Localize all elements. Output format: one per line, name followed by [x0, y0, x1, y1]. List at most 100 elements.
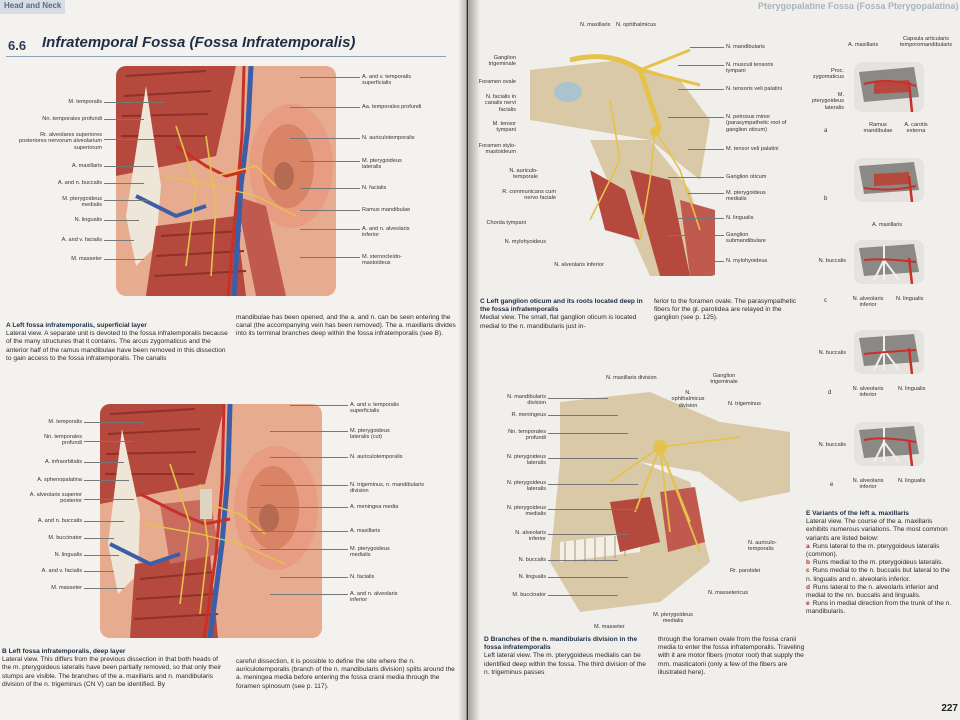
figure-a-caption-left: A Left fossa infratemporalis, superficia…	[6, 322, 228, 363]
fig-d-label-top: Ganglion trigeminale	[710, 373, 738, 386]
panel-letter: c	[824, 298, 827, 304]
fig-a-label-right: M. sternocleido-mastoideus	[362, 254, 402, 267]
fig-c-label-right: Ganglion oticum	[726, 174, 767, 180]
fig-d-label-left: N. mandibularis division	[507, 394, 546, 407]
fig-c-label-left: N. auriculo-temporale	[509, 168, 538, 181]
leader-line	[84, 555, 119, 556]
fig-b-label-right: M. pterygoideus medialis	[350, 546, 390, 559]
leader-line	[548, 577, 628, 578]
fig-d-label-bottom: Rr. parotidei	[730, 568, 761, 574]
figure-b-caption-text: Lateral view. This differs from the prev…	[2, 656, 222, 688]
leader-line	[678, 65, 724, 66]
figure-d-caption-text: Left lateral view. The m. pterygoideus m…	[484, 652, 646, 676]
figure-b-svg	[100, 404, 322, 638]
fig-e-label: N. buccalis	[818, 350, 846, 356]
leader-line	[270, 431, 348, 432]
fig-e-label: N. lingualis	[896, 296, 924, 302]
figure-c-caption-text: Medial view. The small, flat ganglion ot…	[480, 314, 637, 330]
figure-a-caption-title: A Left fossa infratemporalis, superficia…	[6, 322, 147, 329]
leader-line	[84, 441, 134, 442]
fig-a-label-left: Rr. alveolares superiores posteriores ne…	[18, 132, 102, 151]
fig-e-label: Proc. zygomaticus	[812, 68, 844, 81]
leader-line	[290, 138, 360, 139]
fig-a-label-right: A. and v. temporalis superficialis	[362, 74, 412, 87]
fig-a-label-left: A. and v. facialis	[61, 237, 102, 243]
fig-c-label-right: N. lingualis	[726, 215, 754, 221]
fig-b-label-left: M. temporalis	[48, 419, 82, 425]
leader-line	[84, 538, 114, 539]
leader-line	[548, 484, 638, 485]
fig-a-label-left: M. temporalis	[68, 99, 102, 105]
fig-c-label-left: N. alveolaris inferior	[554, 262, 604, 268]
leader-line	[668, 235, 724, 236]
figure-d-caption-left: D Branches of the n. mandibularis divisi…	[484, 636, 652, 677]
leader-line	[104, 240, 134, 241]
panel-letter: e	[830, 482, 834, 488]
fig-d-label-left: N. alveolaris inferior	[515, 530, 546, 543]
running-head-right: Pterygopalatine Fossa (Fossa Pterygopala…	[758, 1, 959, 11]
fig-e-label: A. maxillaris	[848, 42, 879, 48]
fig-b-label-left: A. and n. buccalis	[37, 518, 82, 524]
running-head-left: Head and Neck	[0, 0, 66, 14]
fig-b-label-left: A. alveolaris superior posterior	[29, 492, 82, 505]
fig-c-label-left: N. facialis in canalis nervi facialis	[484, 94, 516, 113]
leader-line	[84, 480, 129, 481]
fig-c-label-top: N. ophthalmicus	[616, 22, 657, 28]
fig-a-label-left: M. pterygoideus medialis	[62, 196, 102, 209]
leader-line	[290, 405, 348, 406]
leader-line	[548, 433, 628, 434]
fig-d-label-left: Nn. temporales profundi	[508, 429, 546, 442]
fig-e-label: M. pterygoideus lateralis	[811, 92, 844, 111]
fig-d-label-top: N. ophthalmicus division	[671, 390, 705, 409]
panel-letter: a	[824, 128, 828, 134]
panel-letter: d	[828, 390, 832, 396]
leader-line	[690, 47, 724, 48]
fig-a-label-right: M. pterygoideus lateralis	[362, 158, 402, 171]
fig-b-label-right: N. trigeminus, n. mandibularis division	[350, 482, 424, 495]
fig-c-label-left: N. mylohyoideus	[504, 239, 546, 245]
figure-c-caption-right: ferior to the foramen ovale. The parasym…	[654, 298, 797, 322]
fig-c-label-left: R. communicans cum nervo faciale	[502, 189, 556, 202]
leader-line	[104, 259, 144, 260]
fig-b-label-right: A. maxillaris	[350, 528, 381, 534]
variant-letter: b	[806, 559, 811, 567]
leader-line	[84, 521, 124, 522]
leader-line	[84, 499, 134, 500]
fig-a-label-right: N. auriculotemporalis	[362, 135, 415, 141]
leader-line	[104, 183, 144, 184]
fig-a-label-left: N. lingualis	[74, 217, 102, 223]
fig-d-label-bottom: M. pterygoideus medialis	[653, 612, 693, 625]
figure-e-panel-a	[854, 62, 924, 112]
fig-d-label-left: N. pterygoideus lateralis	[506, 480, 546, 493]
figure-d-svg	[540, 392, 794, 614]
panel-d-svg	[854, 330, 924, 374]
fig-b-label-right: N. facialis	[350, 574, 375, 580]
leader-line	[300, 188, 360, 189]
figure-b-caption-left: B Left fossa infratemporalis, deep layer…	[2, 648, 224, 689]
fig-c-label-right: N. mylohyoideus	[726, 258, 768, 264]
fig-d-label-left: M. buccinator	[512, 592, 546, 598]
fig-b-label-right: M. pterygoideus lateralis (cut)	[350, 428, 390, 441]
variant-text: Runs medial to the m. pterygoideus later…	[813, 559, 944, 567]
figure-e-caption: E Variants of the left a. maxillaris Lat…	[806, 510, 956, 617]
figure-e-caption-title: E Variants of the left a. maxillaris	[806, 510, 909, 517]
fig-a-label-right: Aa. temporales profundi	[362, 104, 422, 110]
fig-a-label-left: M. masseter	[71, 256, 102, 262]
fig-b-label-left: M. masseter	[51, 585, 82, 591]
fig-e-label: N. alveolaris inferior	[852, 386, 884, 399]
fig-c-label-left: Foramen ovale	[478, 79, 516, 85]
figure-c-caption-title: C Left ganglion oticum and its roots loc…	[480, 298, 643, 314]
leader-line	[688, 193, 724, 194]
figure-e-panel-d	[854, 330, 924, 374]
fig-c-label-right: N. musculi tensoris tympani	[726, 62, 774, 75]
leader-line	[548, 398, 608, 399]
figure-a-illustration	[116, 66, 336, 296]
title-rule	[6, 56, 446, 57]
fig-c-label-left: Foramen stylo-mastoideum	[478, 143, 516, 156]
panel-e-svg	[854, 422, 924, 466]
leader-line	[84, 422, 144, 423]
left-page: Head and Neck 6.6 Infratemporal Fossa (F…	[0, 0, 467, 720]
